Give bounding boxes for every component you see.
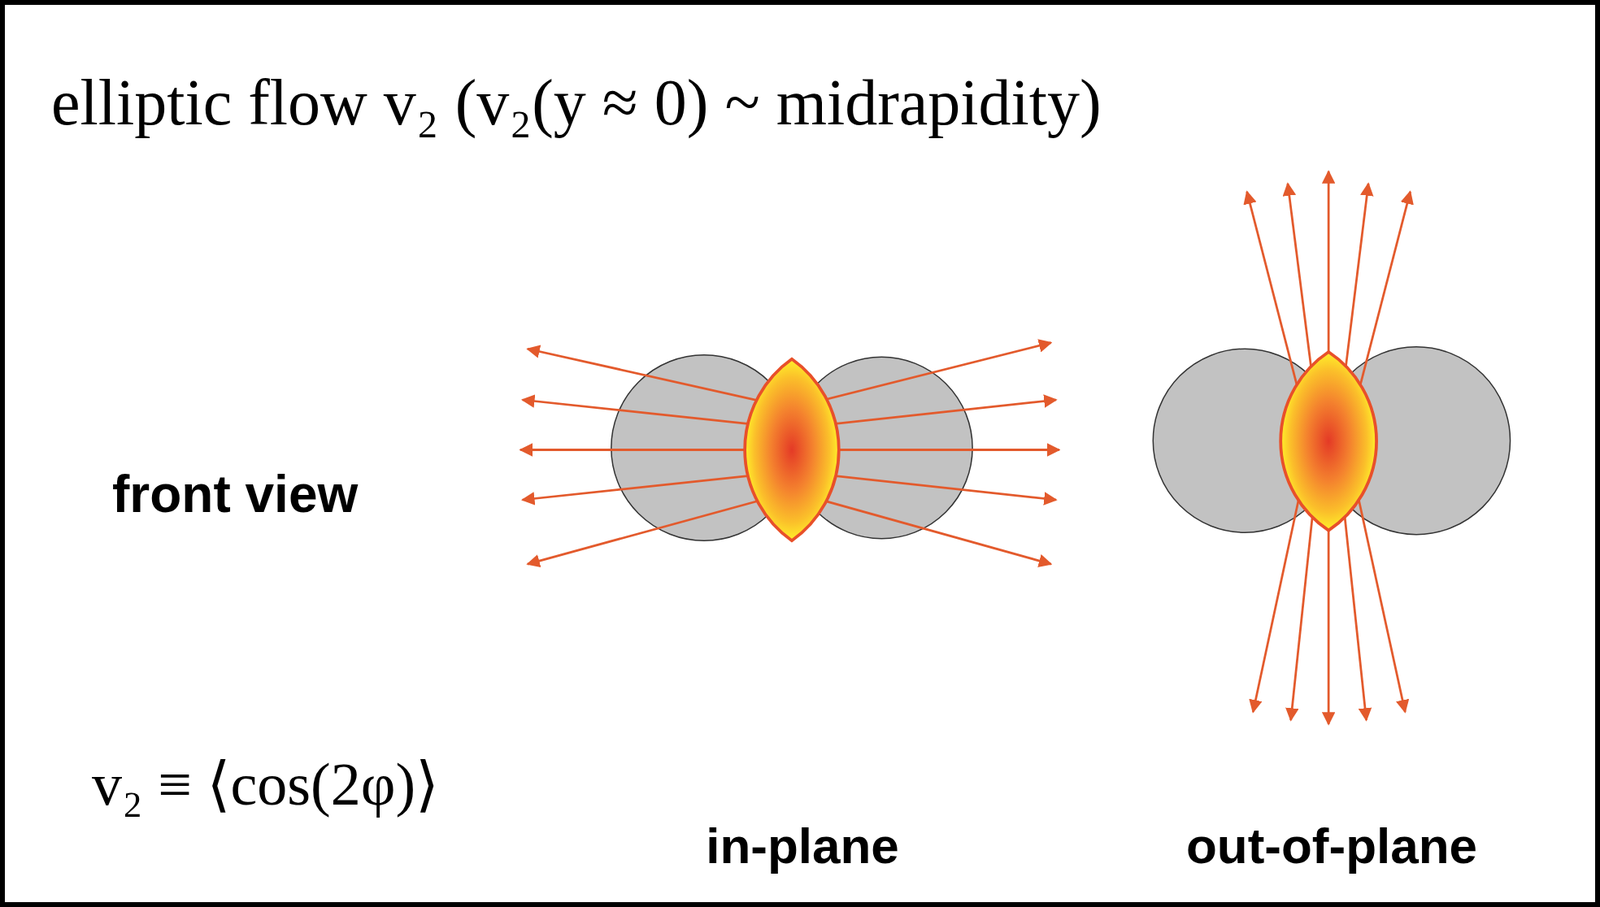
diagram-title: elliptic flow v₂ (v₂(y ≈ 0) ~ midrapidit…	[51, 69, 1102, 135]
panel-label: out-of-plane	[1186, 821, 1478, 872]
in-plane-figure	[520, 343, 1060, 565]
out-of-plane-figure	[1152, 171, 1510, 725]
view-label: front view	[112, 468, 358, 521]
panel-label: in-plane	[705, 821, 900, 872]
formula-label: v₂ ≡ ⟨cos(2φ)⟩	[91, 754, 440, 815]
